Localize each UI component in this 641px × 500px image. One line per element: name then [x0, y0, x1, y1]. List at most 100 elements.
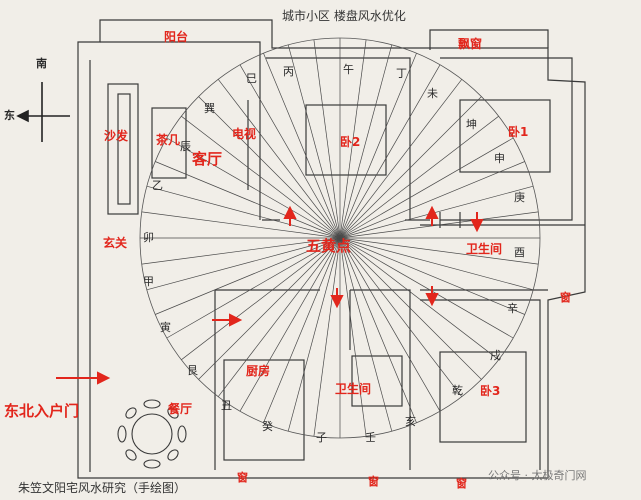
- mountain-label: 未: [427, 87, 438, 100]
- watermark: 公众号 · 太极奇门网: [488, 469, 587, 482]
- label-entrance: 东北入户门: [4, 402, 80, 420]
- compass-ray: [263, 53, 341, 239]
- label-center-point: 五黄点: [306, 237, 352, 255]
- label-sofa: 沙发: [104, 129, 129, 143]
- compass-ray: [339, 185, 534, 239]
- mountain-label: 酉: [514, 246, 525, 259]
- compass-ray: [339, 53, 417, 239]
- compass-ray: [181, 115, 341, 239]
- compass-rays: [140, 38, 540, 438]
- kitchen-counter: [223, 359, 305, 461]
- compass-ray: [339, 137, 514, 239]
- mountain-label: 申: [494, 152, 505, 165]
- label-dining: 餐厅: [168, 402, 193, 416]
- compass-ray: [339, 44, 393, 239]
- compass-ray: [313, 39, 341, 239]
- compass-ray: [239, 237, 341, 412]
- compass-ray: [339, 237, 417, 423]
- mountain-label: 丙: [283, 65, 294, 78]
- compass-ray: [339, 237, 482, 380]
- mountain-label: 庚: [514, 191, 525, 204]
- compass-ray: [141, 237, 341, 265]
- label-bay-window: 飘窗: [458, 37, 483, 51]
- compass-ray: [339, 237, 539, 265]
- compass-ray: [166, 137, 341, 239]
- compass-ray: [339, 237, 534, 291]
- mountain-label: 艮: [187, 364, 198, 377]
- mountain-label: 午: [343, 63, 354, 76]
- compass-ray: [339, 237, 499, 361]
- mountain-label: 坤: [466, 118, 477, 131]
- compass-arrows: [16, 82, 70, 142]
- compass-ray: [146, 237, 341, 291]
- mountain-label: 亥: [405, 415, 416, 428]
- compass-ray: [339, 96, 482, 239]
- sofa-inner: [117, 93, 131, 205]
- compass-ray: [339, 237, 367, 437]
- mountain-label: 寅: [160, 321, 171, 334]
- compass-ray: [339, 237, 393, 432]
- compass-ray: [339, 211, 539, 239]
- mountain-label: 乾: [452, 384, 463, 397]
- outer-wall: [77, 19, 586, 479]
- mountain-label: 戌: [490, 349, 501, 362]
- red-arrows: [56, 205, 484, 385]
- mountain-label: 子: [316, 431, 327, 444]
- label-window-1: 窗: [560, 291, 571, 304]
- compass-ray: [181, 237, 341, 361]
- compass-ray: [339, 161, 525, 239]
- compass-ray: [339, 237, 525, 315]
- label-bedroom-3: 卧3: [480, 384, 501, 398]
- compass-ray: [239, 64, 341, 239]
- compass-ray: [339, 237, 441, 412]
- compass-ray: [339, 237, 463, 397]
- balcony-wall: [100, 41, 261, 220]
- compass-ray: [198, 96, 341, 239]
- mountain-label: 乙: [152, 179, 163, 192]
- compass-ray: [217, 237, 341, 397]
- mountain-label: 卯: [143, 231, 154, 244]
- compass-ray: [339, 237, 514, 339]
- compass-ray: [313, 237, 341, 437]
- compass-ray: [339, 64, 441, 239]
- dining-table: [117, 399, 187, 469]
- south-bathroom-fixture: [351, 355, 403, 407]
- compass-ray: [166, 237, 341, 339]
- compass-east: 东: [4, 109, 15, 122]
- mountain-label: 甲: [143, 275, 154, 288]
- tea-table-shape: [151, 107, 187, 179]
- compass-ray: [146, 185, 341, 239]
- label-window-2: 窗: [237, 471, 248, 484]
- bedroom2-bed: [305, 104, 387, 176]
- compass-ray: [155, 161, 341, 239]
- bedroom1-wall: [440, 57, 573, 221]
- east-bathroom-wall: [420, 224, 585, 291]
- mountain-label: 巳: [246, 72, 257, 85]
- label-bathroom-east: 卫生间: [466, 242, 503, 256]
- caption: 朱笠文阳宅风水研究（手绘图）: [18, 481, 187, 495]
- compass-ray: [198, 237, 341, 380]
- bedroom1-bed: [459, 99, 551, 173]
- label-tea-table: 茶几: [156, 133, 181, 147]
- label-kitchen: 厨房: [246, 364, 271, 378]
- sofa-shape: [107, 83, 139, 215]
- mountain-label: 壬: [365, 431, 376, 444]
- label-tv: 电视: [232, 127, 257, 141]
- mountain-label: 丁: [396, 67, 407, 80]
- compass-south: 南: [36, 57, 47, 70]
- label-balcony: 阳台: [164, 30, 189, 44]
- compass-ray: [155, 237, 341, 315]
- bedroom3-bed: [439, 351, 527, 443]
- compass-circle: [139, 37, 541, 439]
- compass-ray: [339, 39, 367, 239]
- mountain-label: 巽: [204, 102, 215, 115]
- compass-ray: [339, 115, 499, 239]
- mountain-label: 丑: [221, 399, 232, 412]
- compass-ray: [263, 237, 341, 423]
- label-foyer: 玄关: [103, 236, 128, 250]
- label-living-room: 客厅: [192, 150, 223, 168]
- mountain-label: 癸: [262, 420, 273, 433]
- label-bedroom-1: 卧1: [508, 125, 529, 139]
